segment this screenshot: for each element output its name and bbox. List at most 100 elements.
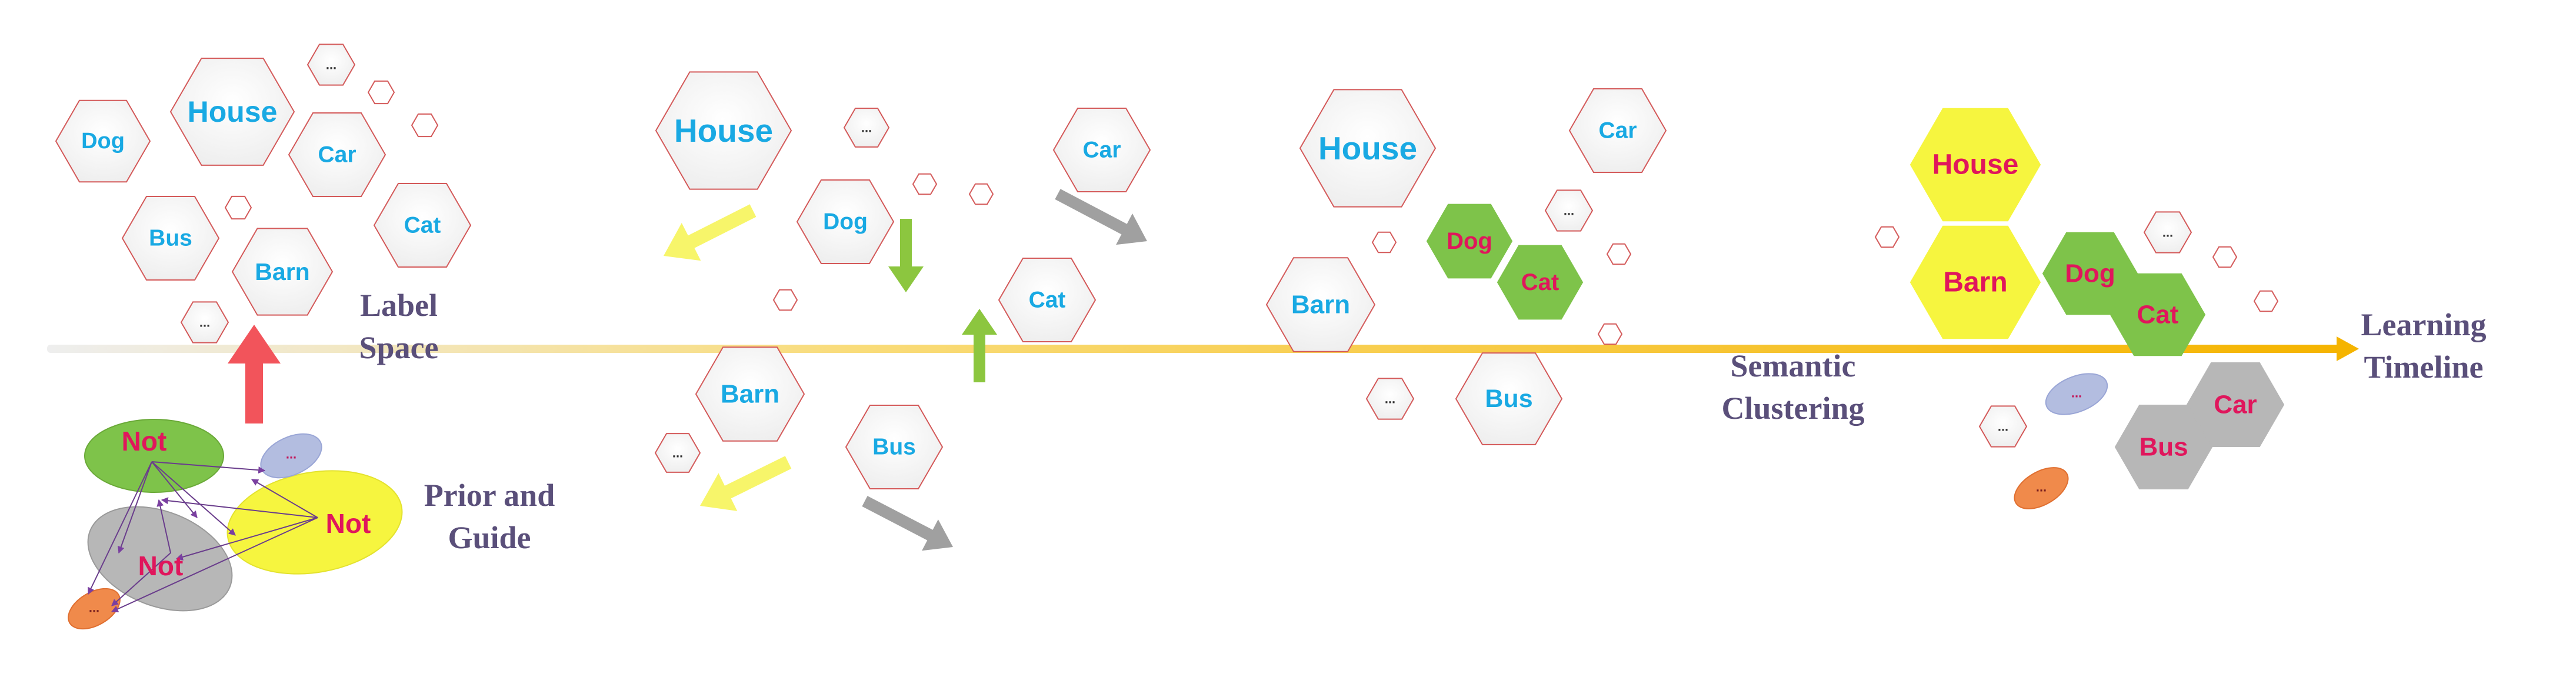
lavender-ellipse-small-label: ... [286, 447, 296, 462]
hexagon-dog [1426, 204, 1513, 279]
hexagon-ellipsis [1365, 378, 1415, 420]
hexagon-cat [998, 258, 1097, 342]
hexagon-barn [1265, 257, 1376, 352]
orange-ellipse [2014, 467, 2069, 509]
hexagon-label-bus: Bus [1485, 385, 1532, 413]
hexagon-label-dog: Dog [81, 129, 125, 154]
hexagon-label-dog: Dog [1447, 228, 1492, 254]
guide-arrow-10 [156, 499, 171, 553]
hexagon-empty [2212, 246, 2238, 268]
gray-arrow-right-down [862, 496, 953, 551]
hexagon-house [169, 58, 295, 166]
hexagon-ellipsis [1978, 405, 2028, 448]
hexagon-dog [796, 179, 895, 264]
hexagon-label-barn: Barn [1943, 267, 2007, 298]
hexagon-car [288, 112, 386, 197]
hexagon-bus [121, 196, 220, 281]
gray-arrow-right-up [1055, 189, 1147, 245]
hexagon-label-ellipsis: ... [1564, 204, 1574, 218]
green-ellipse-not [84, 419, 224, 493]
hexagon-label-bus: Bus [872, 435, 916, 460]
guide-arrow-5 [151, 461, 198, 518]
learning-timeline-axis [47, 336, 2359, 361]
hexagon-empty [968, 183, 994, 205]
hexagon-empty [224, 195, 252, 220]
guide-arrow-8 [111, 517, 318, 612]
hexagon-label-ellipsis: ... [861, 121, 872, 135]
orange-ellipse-label: ... [2036, 480, 2047, 495]
hexagon-label-car: Car [1598, 118, 1637, 144]
hexagon-label-house: House [674, 112, 773, 149]
hexagon-empty [912, 173, 938, 195]
hexagon-empty [2253, 290, 2279, 312]
guide-arrow-11 [111, 552, 171, 606]
hexagon-ellipsis [306, 44, 356, 86]
red-arrow-up [228, 325, 281, 423]
yellow-arrow-left-up [664, 204, 757, 261]
not-label-green: Not [122, 426, 167, 456]
orange-ellipse-small-label: ... [89, 601, 99, 615]
hexagon-label-dog: Dog [2065, 259, 2115, 288]
hexagon-empty [1606, 243, 1632, 265]
hexagon-car [1568, 88, 1667, 173]
hexagon-label-bus: Bus [149, 226, 192, 251]
hexagon-label-cat: Cat [2137, 301, 2179, 329]
guide-arrow-3 [151, 461, 236, 536]
hexagon-barn [1909, 225, 2041, 339]
hexagon-barn [231, 228, 334, 316]
hexagon-label-ellipsis: ... [199, 315, 210, 330]
hexagon-empty [772, 289, 798, 311]
hexagon-cat [2110, 273, 2206, 356]
hexagon-ellipsis [654, 433, 701, 473]
green-arrow-down [888, 219, 924, 292]
gray-ellipse-not [87, 506, 233, 612]
hexagon-cat [1497, 245, 1584, 320]
lavender-ellipse-label: ... [2071, 386, 2082, 401]
hexagon-label-house: House [1318, 130, 1417, 166]
hexagon-bus [2114, 405, 2213, 489]
lavender-ellipse [2045, 373, 2108, 415]
hexagon-barn [695, 346, 805, 442]
hexagon-house [1909, 108, 2041, 222]
hexagon-cat [373, 183, 472, 268]
hexagon-label-barn: Barn [255, 258, 309, 285]
hexagon-label-ellipsis: ... [2162, 225, 2173, 240]
green-arrow-up [962, 309, 997, 382]
hexagon-label-ellipsis: ... [1998, 419, 2008, 434]
yellow-ellipse-not [226, 470, 403, 575]
hexagon-house [1299, 89, 1437, 208]
hexagon-label-ellipsis: ... [326, 58, 336, 72]
guide-arrow-7 [175, 517, 318, 561]
hexagon-dog [55, 99, 151, 183]
hexagon-bus [845, 405, 944, 489]
not-label-yellow: Not [326, 508, 371, 539]
hexagon-label-house: House [188, 95, 278, 128]
hexagon-ellipsis [843, 108, 890, 148]
hexagon-label-barn: Barn [1291, 291, 1350, 319]
hexagon-label-car: Car [1082, 138, 1121, 163]
yellow-arrow-left-down [700, 456, 792, 511]
hexagon-label-barn: Barn [721, 380, 779, 409]
hexagon-label-car: Car [2214, 391, 2257, 419]
hexagon-empty [1371, 231, 1397, 254]
guide-arrow-1 [88, 461, 152, 595]
hexagon-car [1052, 108, 1151, 192]
hexagon-empty [1874, 226, 1900, 248]
hexagon-bus [1455, 352, 1563, 445]
hexagon-label-bus: Bus [2139, 433, 2188, 462]
hexagon-label-dog: Dog [823, 209, 868, 235]
orange-ellipse-small [68, 588, 121, 630]
guide-arrow-4 [151, 461, 266, 474]
not-label-gray: Not [138, 551, 184, 581]
hexagon-ellipsis [180, 301, 229, 344]
hexagon-empty [1597, 323, 1623, 345]
hexagon-label-cat: Cat [1029, 288, 1066, 313]
hexagon-empty [367, 80, 395, 105]
guide-arrow-2 [118, 461, 152, 554]
